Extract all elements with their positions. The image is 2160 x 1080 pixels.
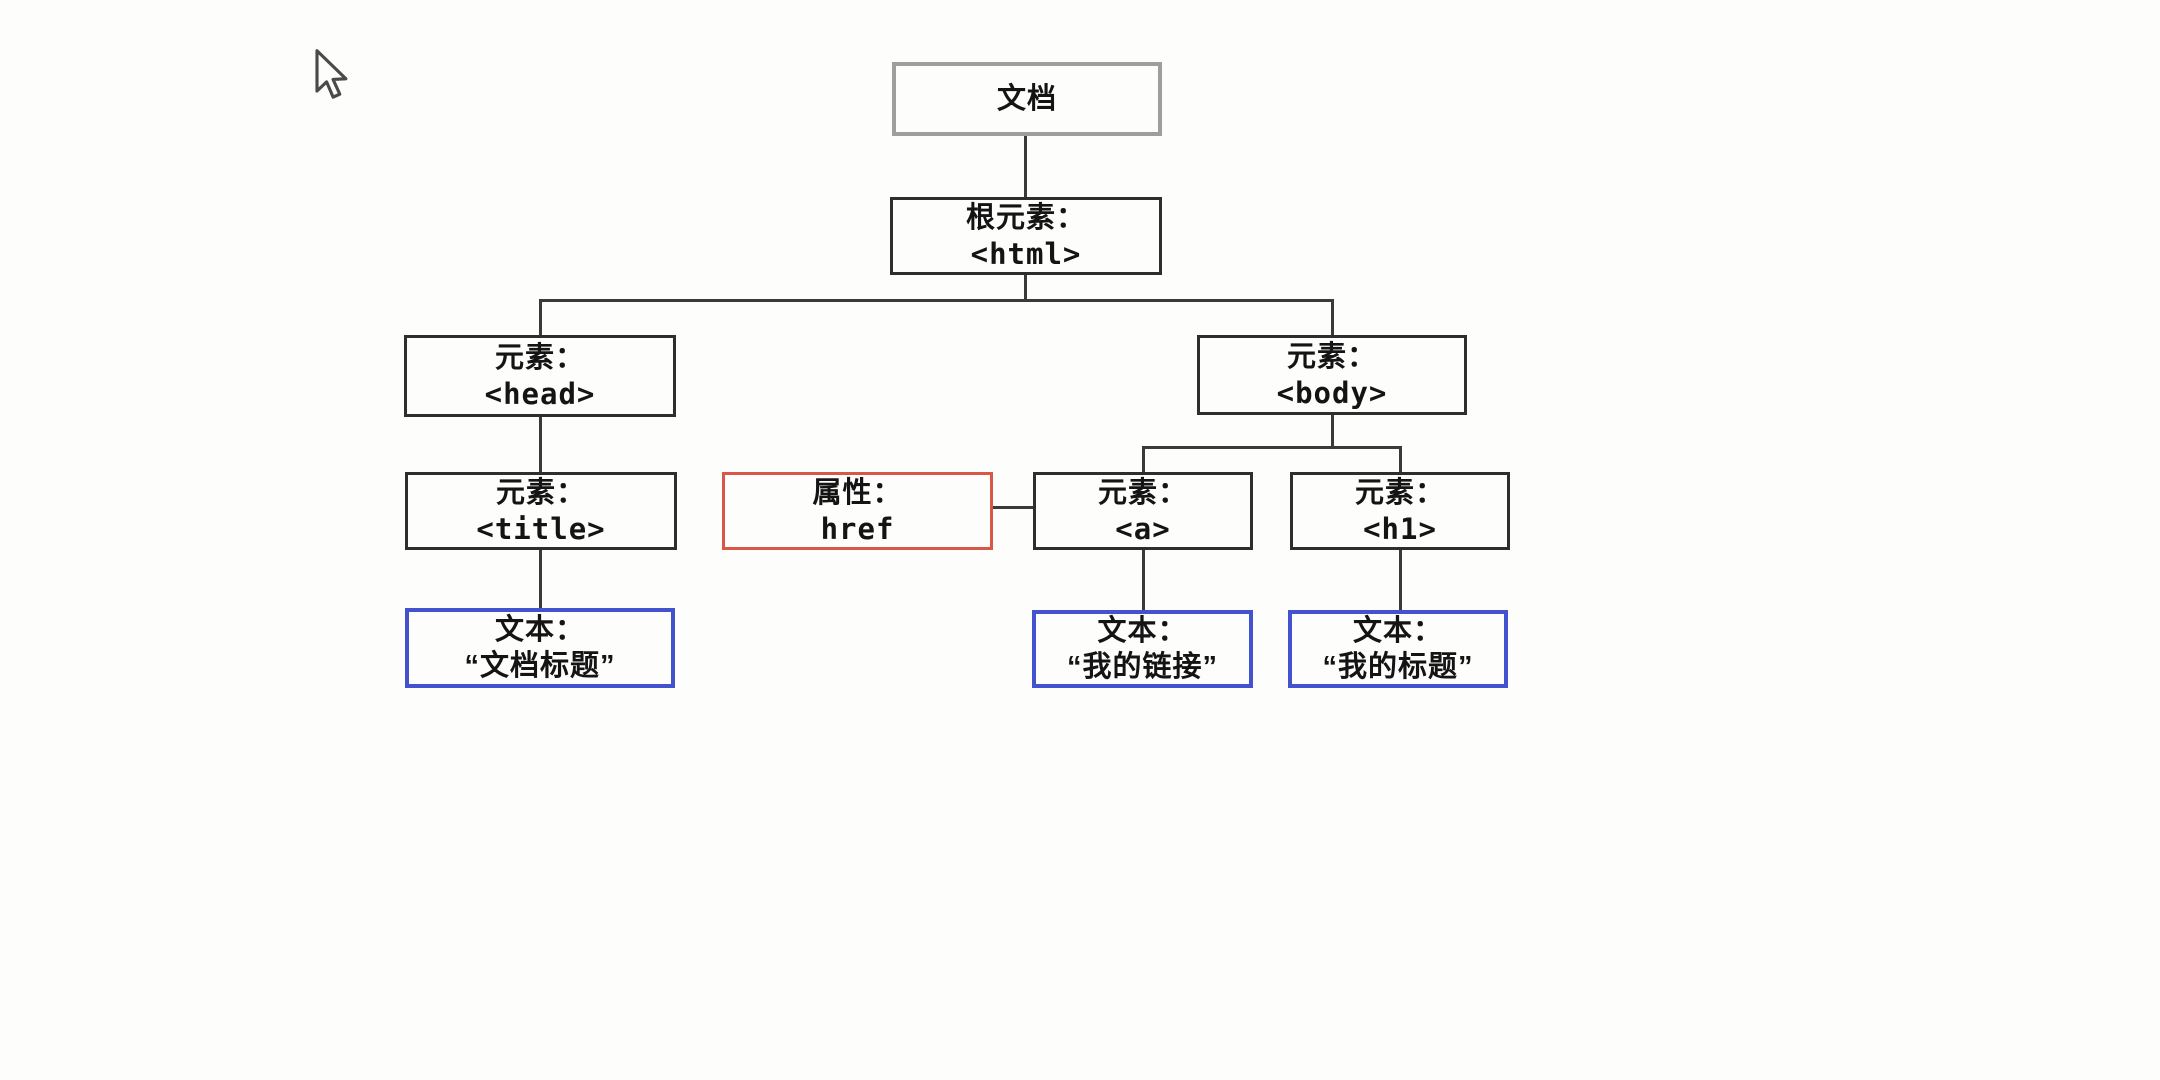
node-element-body: 元素： <body> [1197,335,1467,415]
node-title-label: 元素： [495,477,586,509]
node-text-title-label: 文本： [494,614,585,646]
connector-document-root [1024,134,1027,197]
node-body-tag: <body> [1276,376,1388,410]
connector-branch-head [539,299,542,335]
node-document: 文档 [892,62,1162,136]
node-text-link-value: “我的链接” [1066,651,1218,683]
node-root-element-html: 根元素： <html> [890,197,1162,275]
node-head-tag: <head> [484,377,596,411]
connector-body-branch-bar [1142,446,1402,449]
node-h1-tag: <h1> [1363,512,1437,546]
node-text-heading-value: “我的标题” [1322,651,1474,683]
node-text-title-value: “文档标题” [464,650,616,682]
node-attr-label: 属性： [812,477,903,509]
node-text-my-heading: 文本： “我的标题” [1288,610,1508,688]
connector-root-branch-bar [539,299,1333,302]
connector-a-text [1142,548,1145,610]
node-body-label: 元素： [1286,341,1377,373]
node-h1-label: 元素： [1354,477,1445,509]
node-root-label: 根元素： [965,202,1086,234]
node-text-link-label: 文本： [1097,615,1188,647]
node-text-my-link: 文本： “我的链接” [1032,610,1253,688]
connector-body-stem [1331,413,1334,449]
node-attribute-href: 属性： href [722,472,993,550]
node-element-a: 元素： <a> [1033,472,1253,550]
node-document-label: 文档 [996,83,1057,115]
connector-root-stem [1024,273,1027,302]
connector-h1-text [1399,548,1402,610]
connector-attr-a [991,506,1035,509]
node-attr-value: href [820,512,895,546]
connector-head-title [539,415,542,472]
connector-title-text [539,548,542,608]
node-head-label: 元素： [494,342,585,374]
node-root-tag: <html> [970,237,1082,271]
connector-branch-h1 [1399,446,1402,472]
node-element-head: 元素： <head> [404,335,676,417]
node-text-heading-label: 文本： [1352,615,1443,647]
node-a-label: 元素： [1097,477,1188,509]
mouse-cursor-icon [315,49,348,99]
node-text-document-title: 文本： “文档标题” [405,608,675,688]
node-title-tag: <title> [476,512,606,546]
node-element-title: 元素： <title> [405,472,677,550]
connector-branch-a [1142,446,1145,472]
node-a-tag: <a> [1115,512,1171,546]
connector-branch-body [1331,299,1334,335]
node-element-h1: 元素： <h1> [1290,472,1510,550]
